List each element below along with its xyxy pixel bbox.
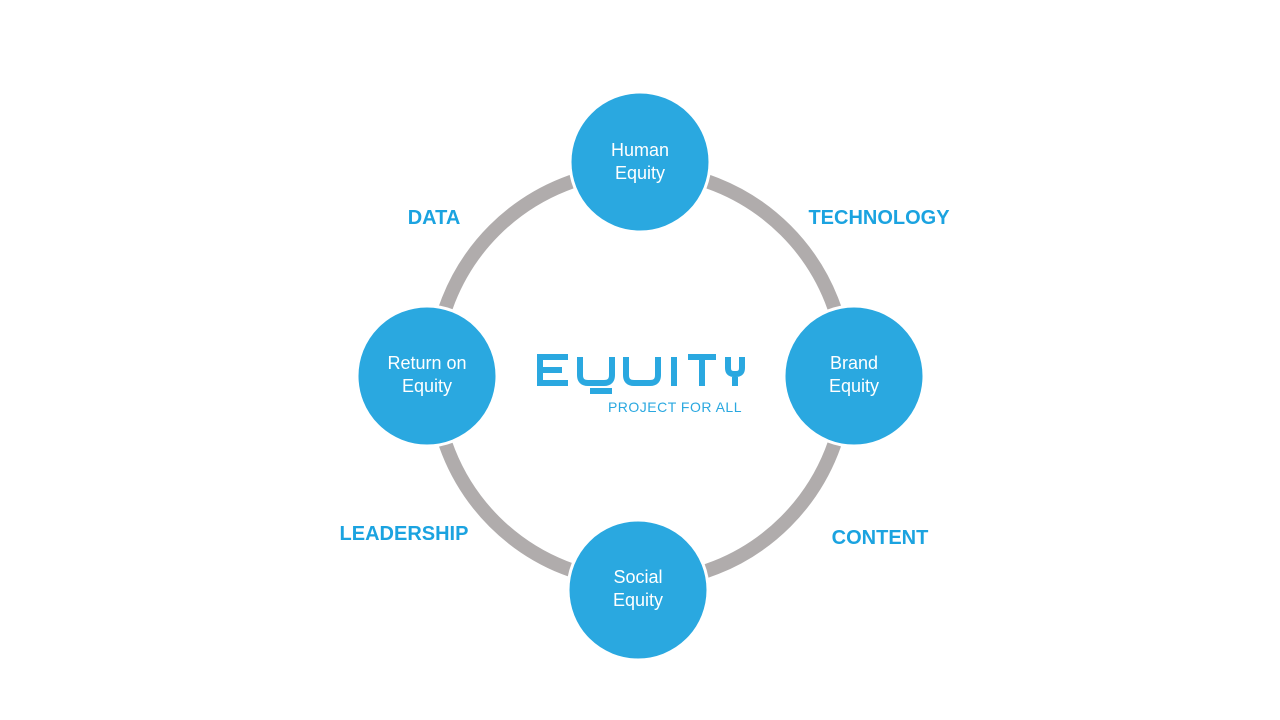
- node-label-line2: Equity: [615, 163, 665, 183]
- edge-label-content: CONTENT: [832, 527, 929, 549]
- edge-label-data: DATA: [408, 207, 461, 229]
- equity-logo: PROJECT FOR ALL: [537, 354, 745, 415]
- node-social-equity: Social Equity: [566, 518, 710, 662]
- node-label-line2: Equity: [829, 376, 879, 396]
- node-label-line1: Brand: [830, 353, 878, 373]
- node-label-line1: Return on: [387, 353, 466, 373]
- node-return-on-equity: Return on Equity: [355, 304, 499, 448]
- node-circle: [782, 304, 926, 448]
- node-label-line2: Equity: [613, 590, 663, 610]
- logo-wordmark: [537, 354, 745, 394]
- node-label-line1: Human: [611, 140, 669, 160]
- node-circle: [568, 90, 712, 234]
- edge-label-technology: TECHNOLOGY: [808, 207, 950, 229]
- node-brand-equity: Brand Equity: [782, 304, 926, 448]
- edge-label-leadership: LEADERSHIP: [340, 523, 469, 545]
- node-circle: [355, 304, 499, 448]
- logo-subtitle: PROJECT FOR ALL: [608, 399, 742, 415]
- node-circle: [566, 518, 710, 662]
- node-label-line1: Social: [613, 567, 662, 587]
- node-human-equity: Human Equity: [568, 90, 712, 234]
- node-label-line2: Equity: [402, 376, 452, 396]
